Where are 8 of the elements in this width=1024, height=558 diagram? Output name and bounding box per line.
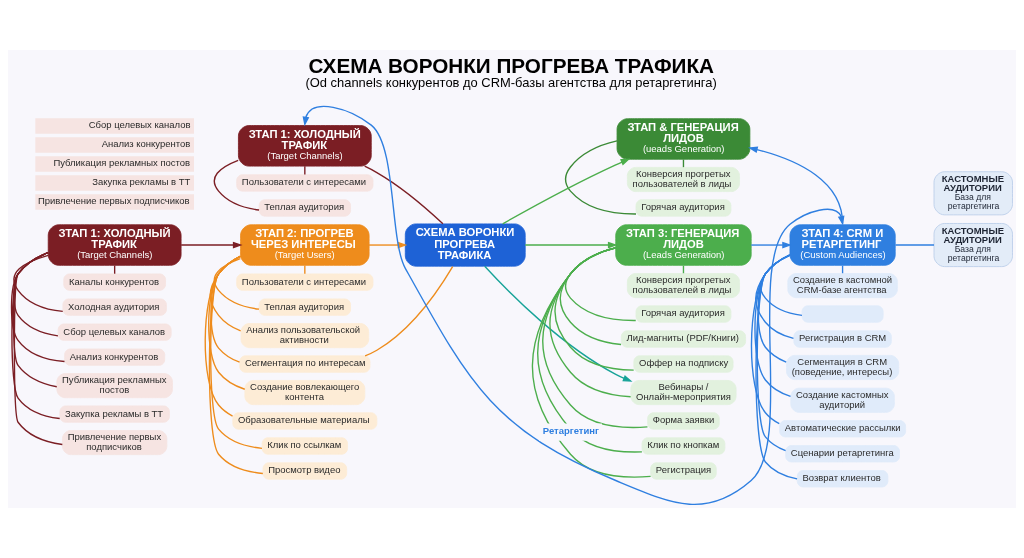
node-label: Закупка рекламы в ТТ — [92, 176, 191, 188]
node-label: Сбор целевых каналов — [88, 119, 191, 131]
node-label: Привлечение первых подписчиков — [37, 195, 190, 207]
caption: (Od channels конкурентов до CRM-базы агентства для ретаргетинга) — [305, 75, 717, 91]
node-label: Публикация рекламных постов — [53, 157, 191, 169]
diagram-title: СХЕМА ВОРОНКИ ПРОГРЕВА ТРАФИКА — [308, 53, 714, 77]
edge-label: Ретаргетинг — [542, 424, 599, 436]
node-label: Анализ конкурентов — [101, 138, 191, 150]
